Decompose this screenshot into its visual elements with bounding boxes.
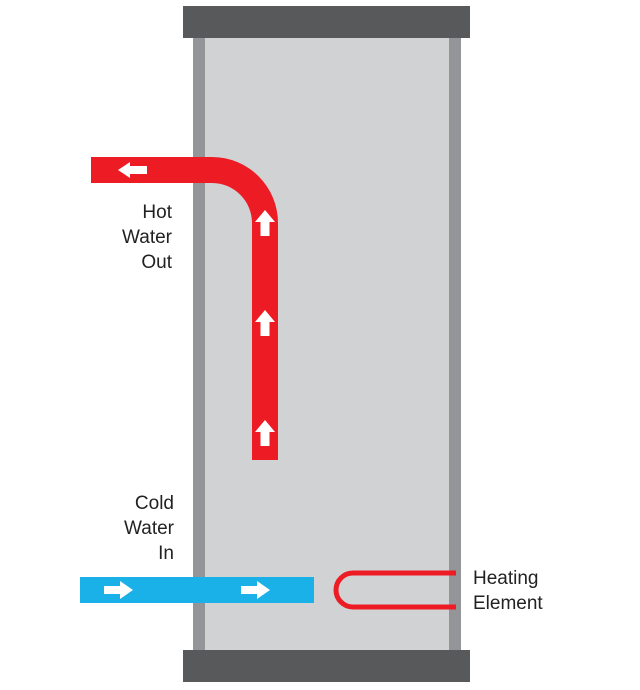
- cold-water-in-label: Cold Water In: [94, 491, 174, 566]
- hot-up-arrow-icon: [255, 210, 275, 236]
- cold-water-in-line-3: In: [158, 543, 174, 564]
- hot-out-arrow-icon: [118, 162, 147, 178]
- hot-water-pipe: [91, 157, 278, 460]
- heating-element: [333, 570, 456, 610]
- heating-element-line-1: Heating: [473, 568, 539, 589]
- hot-water-out-label: Hot Water Out: [92, 200, 172, 275]
- hot-up-arrow-icon: [255, 310, 275, 336]
- tank-interior: [193, 28, 461, 660]
- heating-element-line-2: Element: [473, 593, 543, 614]
- tank-left-wall: [193, 28, 205, 660]
- tank-right-wall: [449, 28, 461, 660]
- cold-water-pipe: [80, 577, 314, 603]
- cold-water-in-line-1: Cold: [134, 493, 174, 514]
- hot-water-out-line-1: Hot: [142, 202, 172, 223]
- heating-element-coil: [333, 570, 456, 610]
- hot-water-out-line-2: Water: [122, 227, 172, 248]
- hot-water-out-line-3: Out: [141, 252, 172, 273]
- cold-in-arrow-icon: [241, 581, 270, 599]
- tank-top-cap: [183, 6, 470, 38]
- hot-up-arrow-icon: [255, 420, 275, 446]
- cold-in-arrow-icon: [104, 581, 133, 599]
- tank: [183, 6, 470, 682]
- tank-bottom-cap: [183, 650, 470, 682]
- cold-water-in-line-2: Water: [124, 518, 174, 539]
- heating-element-label: Heating Element: [473, 566, 573, 616]
